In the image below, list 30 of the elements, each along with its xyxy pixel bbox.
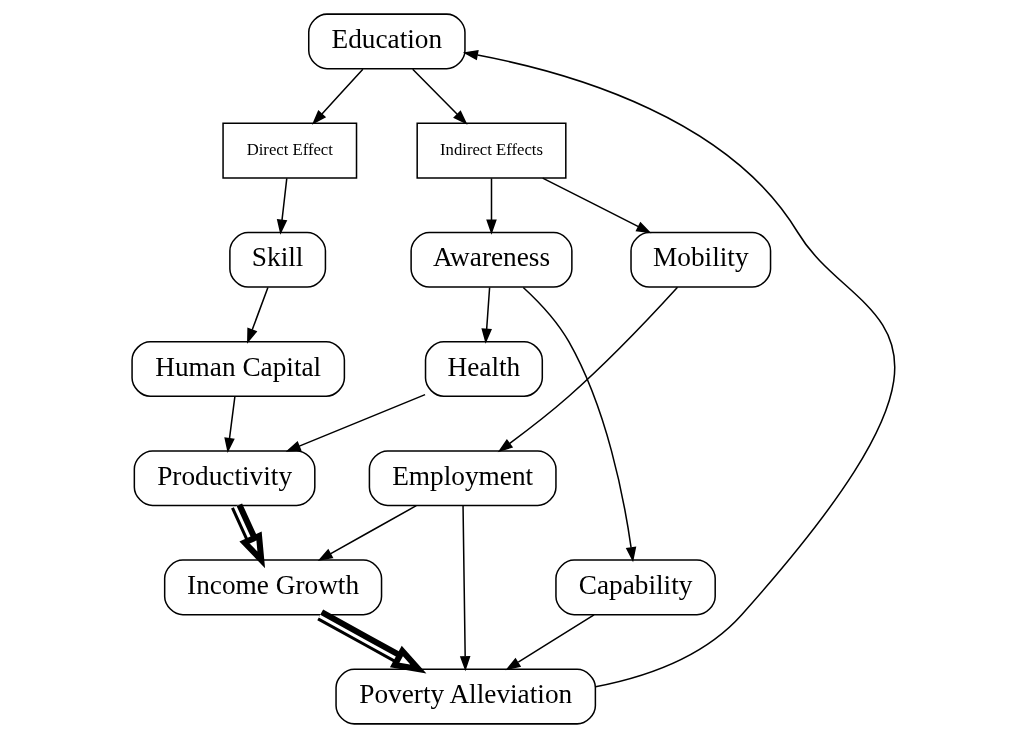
arrow	[497, 286, 679, 453]
node-box: Indirect Effects	[416, 122, 567, 179]
node-box: Human Capital	[131, 340, 346, 398]
node-box: Awareness	[410, 231, 573, 288]
node-box: Poverty Alleviation	[335, 668, 597, 725]
arrow	[481, 286, 492, 344]
node-box: Capability	[555, 559, 716, 616]
arrow	[311, 68, 364, 125]
arrow	[317, 504, 418, 561]
node-box: Income Growth	[163, 559, 383, 616]
arrow	[247, 286, 269, 344]
arrow	[462, 49, 896, 688]
arrow	[505, 614, 595, 671]
node-box: Direct Effect	[222, 122, 358, 179]
arrow	[522, 286, 637, 563]
node-box: Productivity	[133, 450, 316, 507]
node-box: Education	[308, 13, 466, 70]
arrow	[486, 177, 497, 235]
arrow	[231, 503, 266, 569]
arrow	[541, 177, 652, 234]
node-box: Skill	[229, 231, 327, 288]
arrow	[317, 609, 427, 674]
node-box: Mobility	[630, 231, 772, 288]
arrow	[276, 177, 288, 235]
arrow	[411, 68, 468, 125]
node-box: Health	[424, 340, 544, 398]
arrow	[459, 504, 471, 672]
arrow	[285, 393, 426, 452]
arrow	[224, 396, 236, 453]
node-box: Employment	[368, 450, 557, 507]
